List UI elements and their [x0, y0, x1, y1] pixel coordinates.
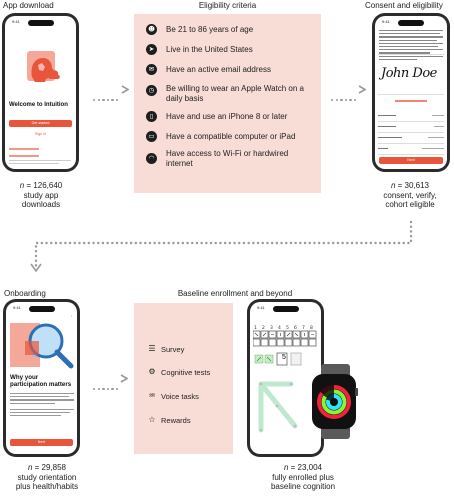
- criterion-age: Be 21 to 86 years of age: [166, 25, 254, 34]
- baseline-item-rewards: ☆ Rewards: [148, 415, 191, 425]
- email-icon: ✉: [146, 64, 157, 75]
- location-arrow-icon: ➤: [146, 44, 157, 55]
- phone-app-download: 9:41 Welcome to Intuition Get started Si…: [2, 13, 79, 172]
- svg-text:1: 1: [254, 325, 257, 331]
- svg-text:8: 8: [310, 325, 313, 331]
- caption-onboarding: n = 29,858 study orientation plus health…: [15, 463, 79, 491]
- consent-form-fields: [378, 112, 444, 155]
- svg-text:5: 5: [286, 325, 289, 331]
- eligibility-criteria-panel: ☻ Be 21 to 86 years of age ➤ Live in the…: [134, 14, 321, 193]
- flow-arrow-2: [331, 88, 358, 101]
- baseline-item-survey: ☰ Survey: [148, 344, 185, 354]
- cognitive-tests-icon: ⚙: [148, 367, 156, 376]
- magnifier-illustration: [10, 323, 74, 369]
- app-title: Welcome to Intuition: [9, 102, 68, 108]
- criterion-internet: Have access to Wi-Fi or hardwired intern…: [166, 149, 289, 168]
- voice-tasks-icon: ♒: [148, 391, 156, 400]
- phone-notch: [272, 306, 299, 312]
- caption-app-download: n = 126,640 study app downloads: [19, 181, 63, 209]
- onboarding-skip-link[interactable]: ›: [70, 314, 72, 318]
- sign-in-link[interactable]: Sign in: [35, 132, 46, 136]
- section-title-eligibility: Eligibility criteria: [198, 1, 257, 10]
- svg-text:7: 7: [302, 325, 305, 331]
- watch-icon: ◷: [146, 85, 157, 96]
- privacy-link-line: [9, 148, 39, 150]
- arrowhead-1: [121, 85, 129, 94]
- rewards-icon: ☆: [148, 415, 156, 424]
- caption-consent: n = 30,613 consent, verify, cohort eligi…: [383, 181, 437, 209]
- consent-text-block: [379, 30, 443, 60]
- consent-next-button[interactable]: Next: [379, 157, 443, 164]
- section-title-baseline: Baseline enrollment and beyond: [177, 289, 293, 298]
- wifi-icon: ◠: [146, 153, 157, 164]
- survey-icon: ☰: [148, 344, 156, 353]
- baseline-activities-panel: ☰ Survey ⚙ Cognitive tests ♒ Voice tasks…: [134, 303, 233, 454]
- criterion-apple-watch: Be willing to wear an Apple Watch on a d…: [166, 84, 305, 103]
- computer-icon: ▭: [146, 131, 157, 142]
- get-started-button[interactable]: Get started: [9, 120, 72, 127]
- baseline-item-cognitive-tests: ⚙ Cognitive tests: [148, 367, 211, 377]
- phone-consent: 9:41 John Doe Next: [372, 13, 450, 172]
- svg-text:6: 6: [294, 325, 297, 331]
- phone-onboarding: 9:41 › Why your participation matters Ne…: [3, 299, 80, 457]
- arrowhead-2: [358, 85, 366, 94]
- iphone-icon: ▯: [146, 111, 157, 122]
- onboarding-body-text: [10, 393, 74, 417]
- section-title-consent: Consent and eligibility: [365, 1, 443, 10]
- svg-text:3: 3: [270, 325, 273, 331]
- phone-notch: [398, 20, 424, 26]
- onboarding-headline: Why your participation matters: [10, 374, 72, 389]
- onboarding-next-button[interactable]: Next: [10, 439, 73, 446]
- caption-baseline: n = 23,004 fully enrolled plus baseline …: [270, 463, 336, 491]
- person-icon: ☻: [146, 24, 157, 35]
- watch-crown: [355, 388, 358, 396]
- flow-arrow-1: [93, 88, 120, 101]
- clear-signature-link[interactable]: [395, 100, 427, 102]
- criterion-email: Have an active email address: [166, 65, 271, 74]
- section-title-onboarding: Onboarding: [4, 289, 46, 298]
- section-title-app-download: App download: [3, 1, 54, 10]
- criterion-computer: Have a compatible computer or iPad: [166, 132, 296, 141]
- baseline-item-voice-tasks: ♒ Voice tasks: [148, 391, 199, 401]
- criterion-residence: Live in the United States: [166, 45, 253, 54]
- puzzle-number: 5: [282, 354, 286, 361]
- intuition-logo: [27, 51, 60, 82]
- flow-arrow-3: [93, 377, 120, 390]
- arrowhead-3: [120, 374, 128, 383]
- terms-link-line: [9, 155, 39, 157]
- signature: John Doe: [381, 66, 437, 81]
- svg-text:2: 2: [262, 325, 265, 331]
- criterion-iphone: Have and use an iPhone 8 or later: [166, 112, 288, 121]
- phone-notch: [28, 306, 55, 312]
- watch-band-bottom: [321, 426, 350, 439]
- phone-notch: [27, 20, 54, 26]
- watch-band-top: [321, 364, 350, 377]
- apple-watch: [312, 364, 359, 439]
- activity-rings-icon: [317, 385, 351, 419]
- flow-connector: [30, 220, 413, 273]
- svg-text:4: 4: [278, 325, 281, 331]
